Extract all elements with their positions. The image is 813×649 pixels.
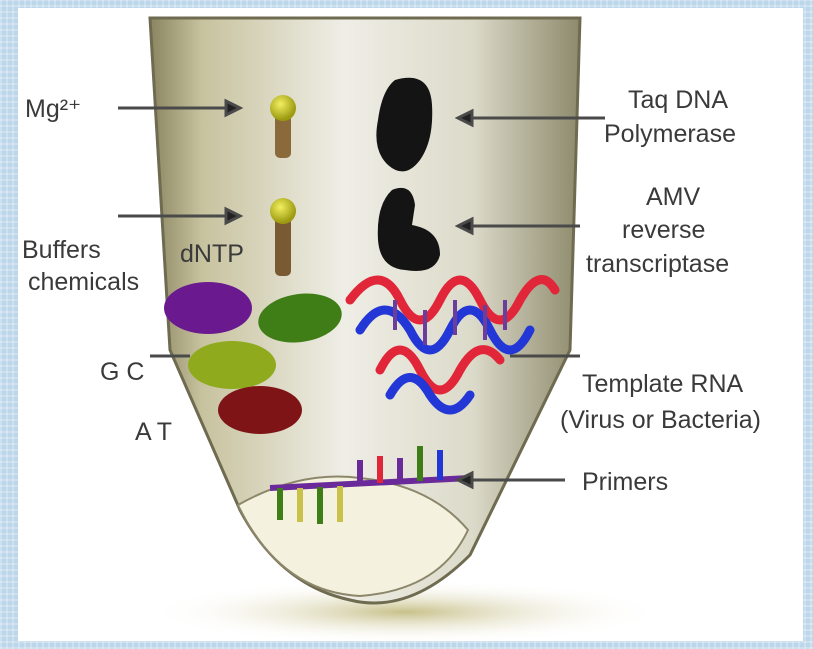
label-at: A T xyxy=(135,418,172,446)
label-buffer-2: chemicals xyxy=(28,268,139,296)
label-gc: G C xyxy=(100,358,144,386)
label-amv-1: AMV xyxy=(646,183,701,211)
label-taq-1: Taq DNA xyxy=(628,86,728,114)
label-mg: Mg²⁺ xyxy=(25,95,81,123)
label-dntp: dNTP xyxy=(180,240,244,268)
chip-purple xyxy=(164,282,252,334)
label-taq-2: Polymerase xyxy=(604,120,736,148)
label-amv-3: transcriptase xyxy=(586,250,729,278)
chip-olive xyxy=(188,341,276,389)
label-buffer-1: Buffers xyxy=(22,236,101,264)
label-primers: Primers xyxy=(582,468,668,496)
label-template-1: Template RNA xyxy=(582,370,743,398)
label-amv-2: reverse xyxy=(622,216,705,244)
label-template-2: (Virus or Bacteria) xyxy=(560,406,761,434)
chip-red xyxy=(218,386,302,434)
